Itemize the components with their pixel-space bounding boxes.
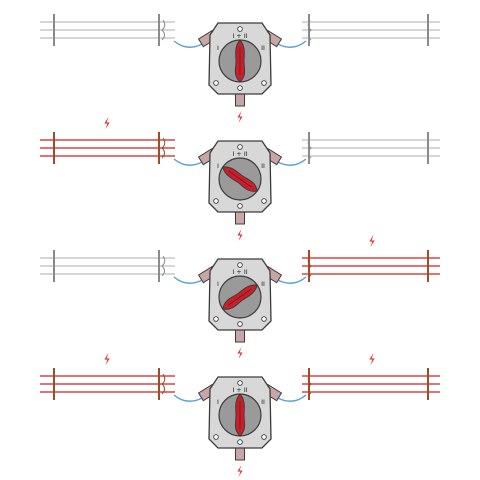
label-both: I + II bbox=[232, 32, 247, 40]
left-live-bolt bbox=[104, 116, 110, 130]
source-bolt bbox=[237, 347, 243, 359]
right-break bbox=[307, 137, 312, 159]
right-live-bolt bbox=[369, 234, 375, 248]
screw-hole-1 bbox=[237, 380, 243, 386]
screw-hole-4 bbox=[261, 198, 267, 204]
left-live-bolt bbox=[104, 352, 110, 366]
screw-hole-3 bbox=[213, 434, 219, 440]
right-break bbox=[307, 373, 312, 395]
source-bolt bbox=[237, 465, 243, 477]
screw-hole-3 bbox=[213, 198, 219, 204]
label-source-1: I bbox=[217, 162, 219, 170]
label-source-2: II bbox=[261, 398, 265, 406]
screw-hole-1 bbox=[237, 26, 243, 32]
screw-hole-2 bbox=[237, 203, 243, 209]
left-break bbox=[161, 255, 166, 277]
label-source-2: II bbox=[261, 162, 265, 170]
screw-hole-2 bbox=[237, 321, 243, 327]
screw-hole-1 bbox=[237, 144, 243, 150]
knob-ridge bbox=[228, 170, 252, 188]
label-both: I + II bbox=[232, 386, 247, 394]
screw-hole-3 bbox=[213, 80, 219, 86]
screw-hole-4 bbox=[261, 80, 267, 86]
right-live-bolt bbox=[369, 352, 375, 366]
left-break bbox=[161, 19, 166, 41]
right-break bbox=[307, 255, 312, 277]
label-both: I + II bbox=[232, 150, 247, 158]
left-break bbox=[161, 373, 166, 395]
right-break bbox=[307, 19, 312, 41]
label-source-1: I bbox=[217, 44, 219, 52]
knob-group bbox=[222, 284, 258, 310]
knob-group bbox=[234, 393, 246, 437]
source-bolt bbox=[237, 111, 243, 123]
label-source-1: I bbox=[217, 280, 219, 288]
label-source-1: I bbox=[217, 398, 219, 406]
label-source-2: II bbox=[261, 44, 265, 52]
knob-ridge bbox=[228, 288, 252, 306]
screw-hole-4 bbox=[261, 316, 267, 322]
screw-hole-3 bbox=[213, 316, 219, 322]
knob-group bbox=[222, 166, 258, 192]
screw-hole-1 bbox=[237, 262, 243, 268]
source-bolt bbox=[237, 229, 243, 241]
knob-group bbox=[234, 39, 246, 83]
label-source-2: II bbox=[261, 280, 265, 288]
screw-hole-4 bbox=[261, 434, 267, 440]
screw-hole-2 bbox=[237, 439, 243, 445]
left-break bbox=[161, 137, 166, 159]
label-both: I + II bbox=[232, 268, 247, 276]
screw-hole-2 bbox=[237, 85, 243, 91]
